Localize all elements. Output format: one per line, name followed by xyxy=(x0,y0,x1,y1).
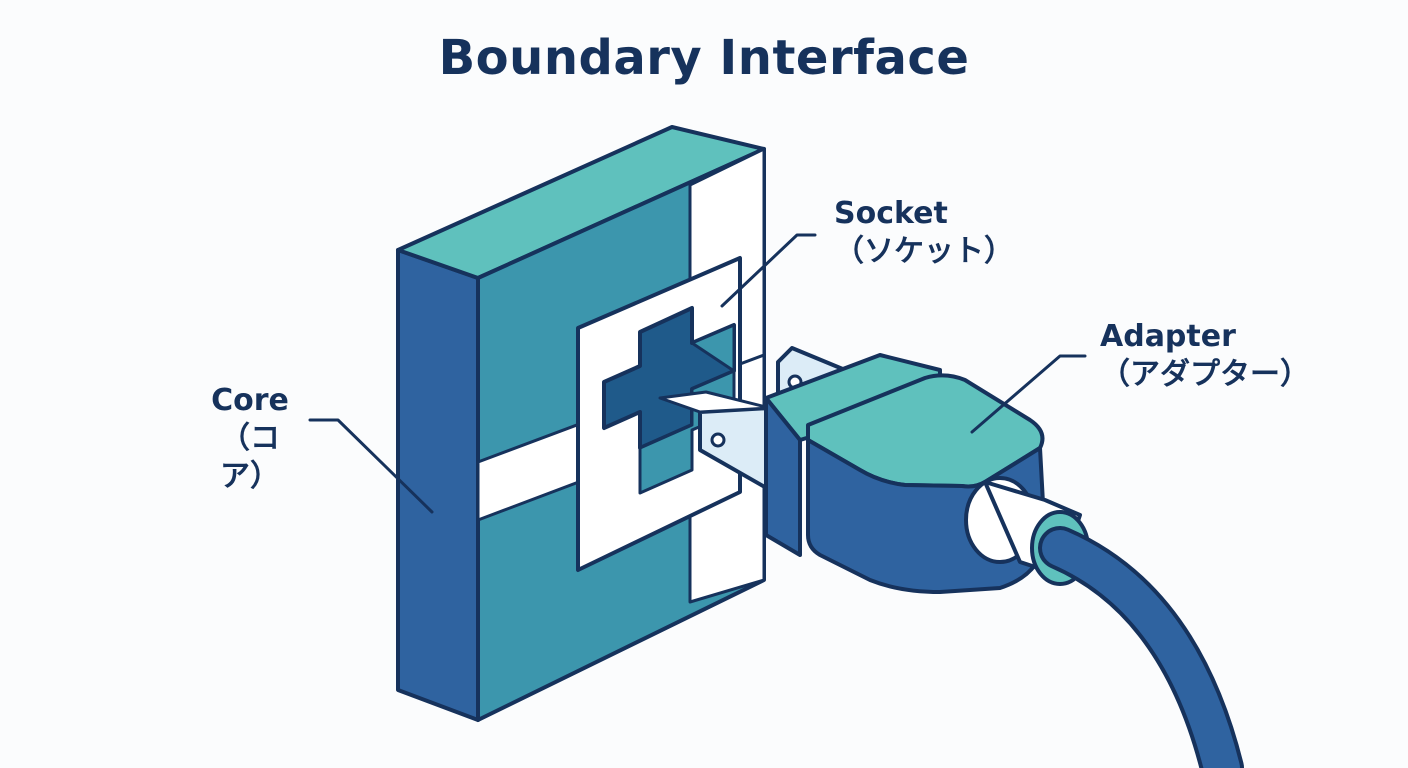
cable-fill xyxy=(1042,530,1240,768)
socket-leader-line xyxy=(720,233,817,308)
prong-hole-lower xyxy=(710,432,726,448)
adapter-collar-front xyxy=(764,396,802,557)
adapter-label-name: Adapter xyxy=(1100,319,1236,354)
adapter-leader-line xyxy=(970,354,1087,434)
core-leader-line xyxy=(308,418,434,514)
diagram-title: Boundary Interface xyxy=(438,30,970,86)
adapter-label-sub: （アダプター） xyxy=(1100,357,1310,392)
socket-label-sub: （ソケット） xyxy=(834,234,1014,269)
core-side-face xyxy=(396,248,480,722)
core-label-sub: （コア） xyxy=(220,421,280,494)
core-label-name: Core xyxy=(211,383,289,418)
socket-label: Socket （ソケット） xyxy=(834,195,1014,271)
adapter-label: Adapter （アダプター） xyxy=(1100,318,1310,394)
core-label: Core （コア） xyxy=(200,382,300,496)
socket-label-name: Socket xyxy=(834,196,948,231)
